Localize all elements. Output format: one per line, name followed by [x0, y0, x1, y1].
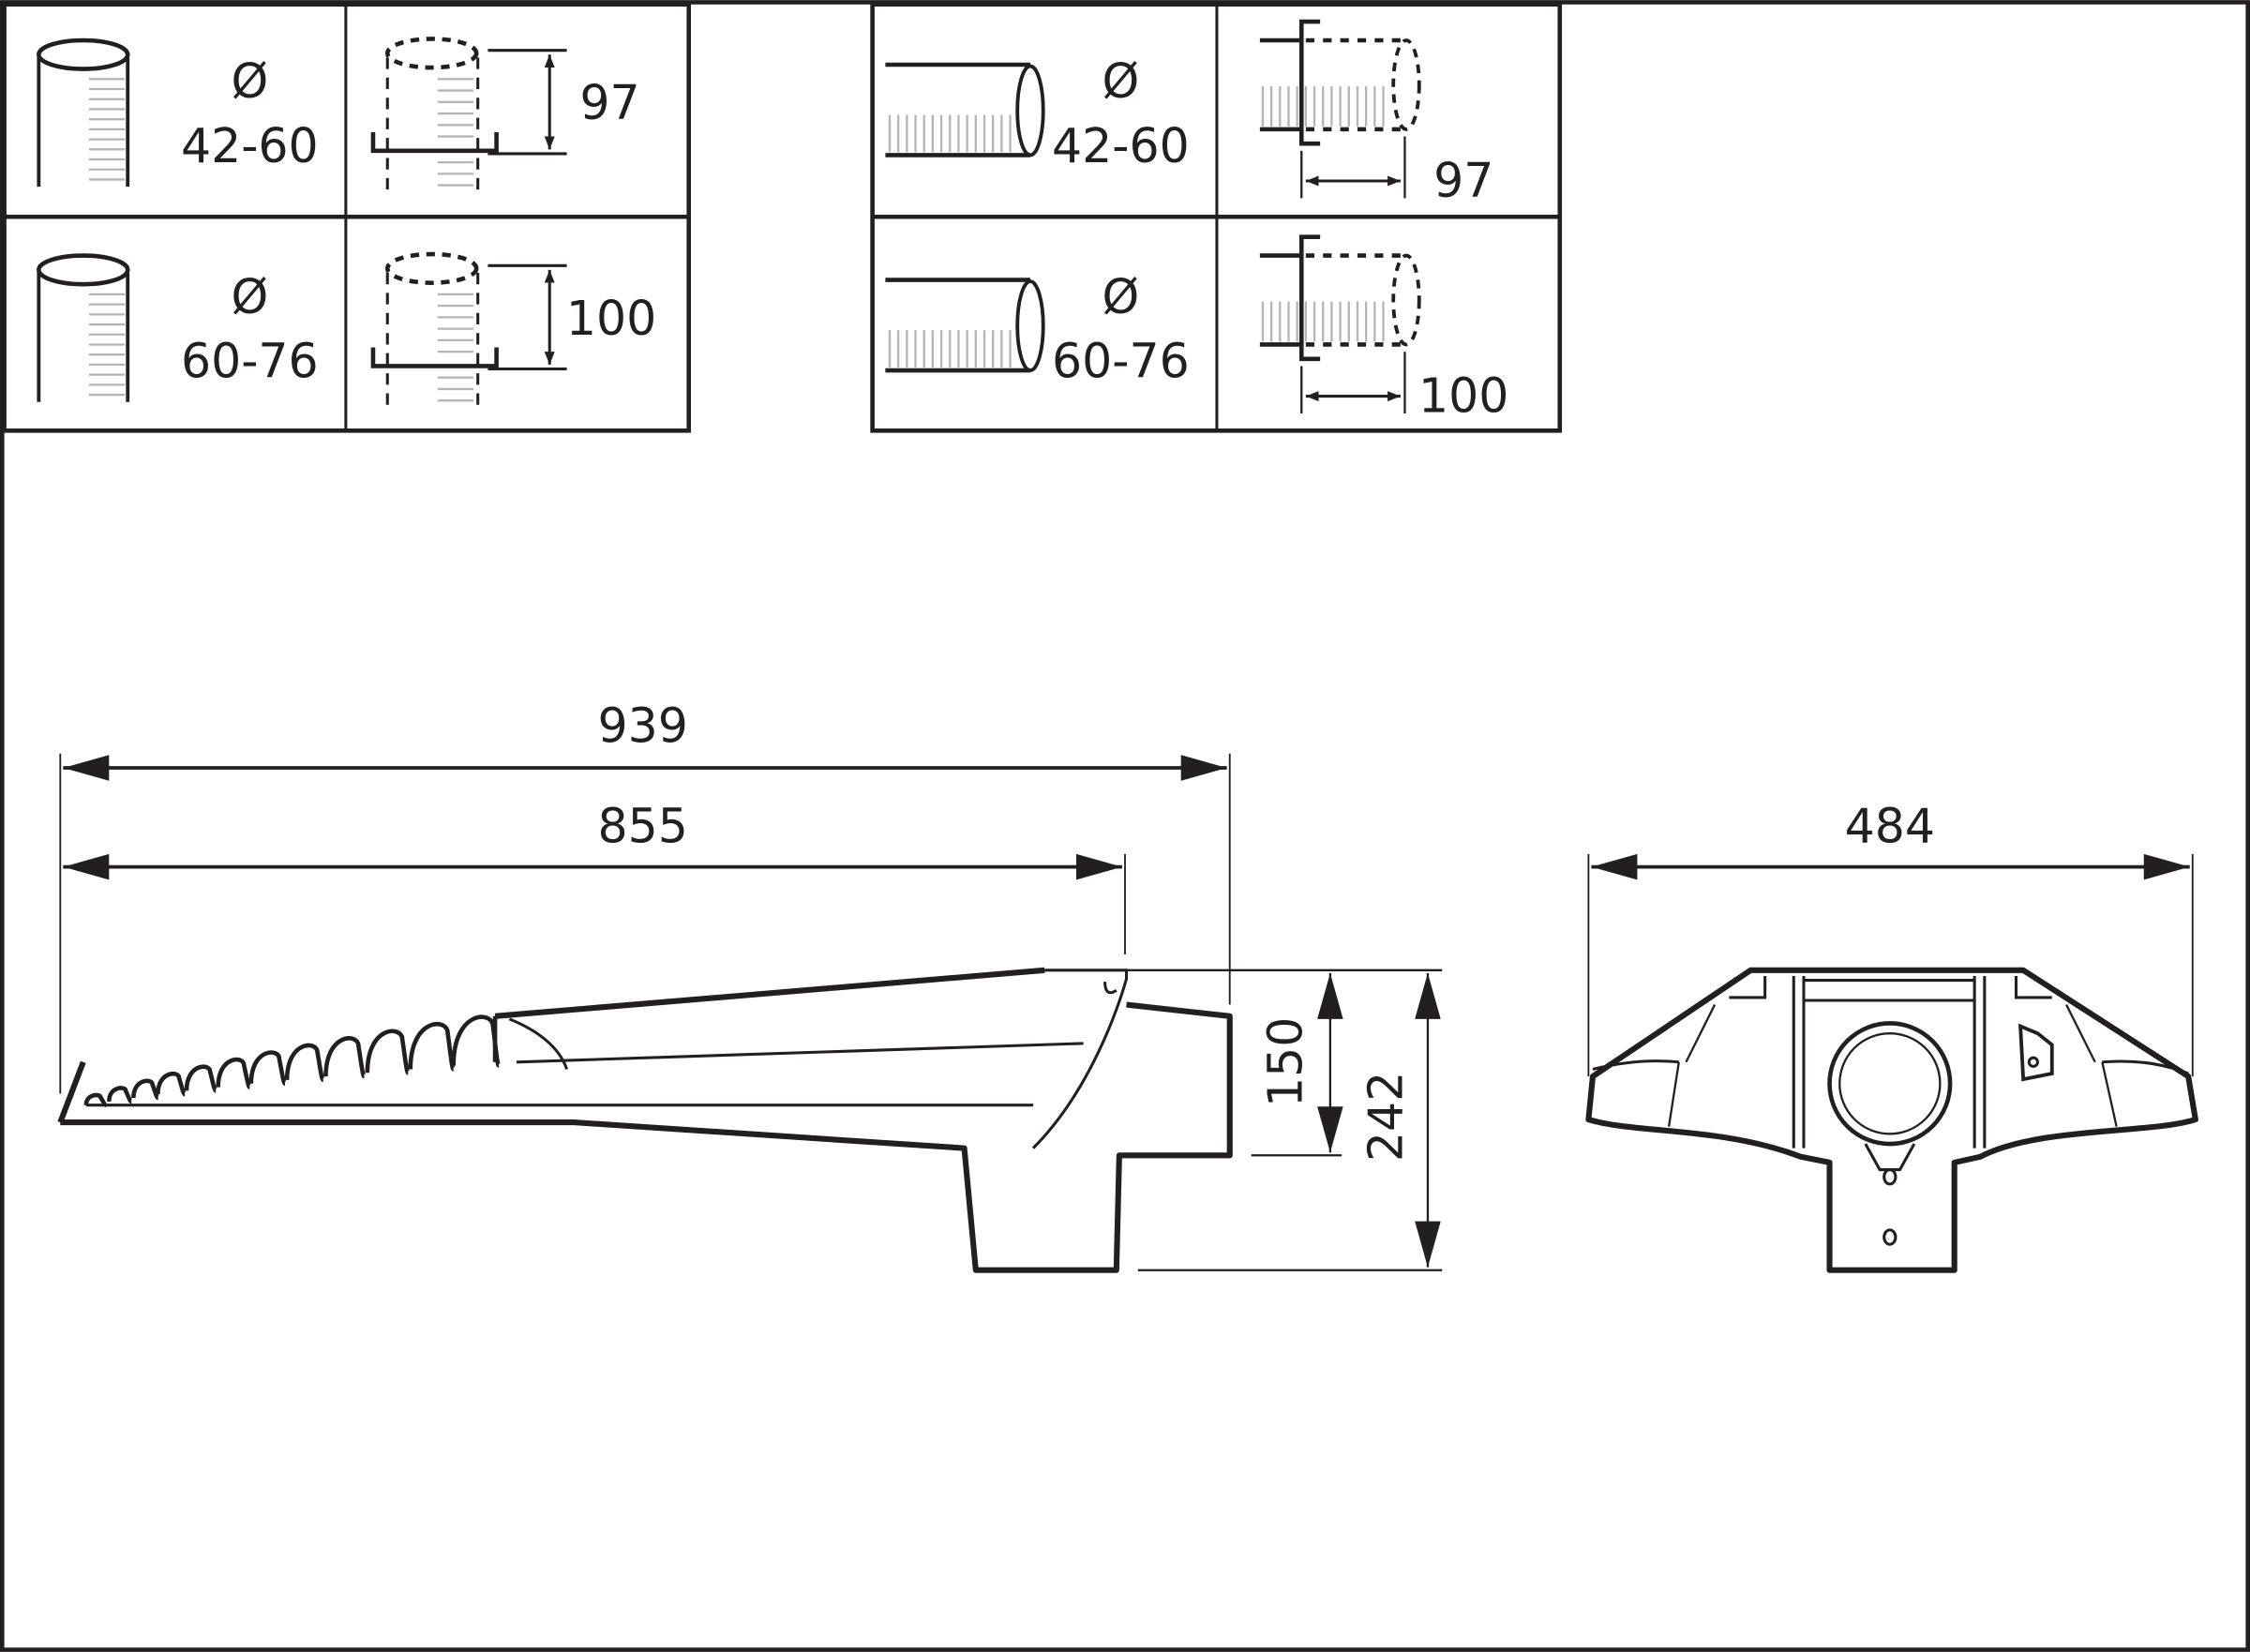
table-row: Ø 60-76 100 — [37, 251, 656, 410]
luminaire-front-view — [1585, 967, 2198, 1273]
table-row: Ø 42-60 97 — [885, 19, 1493, 208]
mounting-table-horizontal: Ø 42-60 97 Ø — [870, 2, 1563, 433]
luminaire-side-view — [57, 967, 1233, 1273]
insertion-depth-label: 97 — [579, 75, 639, 130]
dimension-lines — [59, 753, 2194, 1271]
mounting-hole-icon — [1882, 1168, 1898, 1186]
mounting-table-vertical: Ø 42-60 97 Ø 60-76 — [2, 2, 691, 433]
diameter-range: 60-76 — [181, 334, 319, 389]
insertion-depth-icon — [370, 251, 567, 410]
insertion-depth-icon — [370, 37, 567, 194]
insertion-depth-icon — [1259, 234, 1421, 413]
diameter-symbol: Ø — [231, 269, 268, 324]
body-length-label: 855 — [598, 799, 688, 854]
overall-height-label: 242 — [1358, 1072, 1413, 1162]
insertion-depth-icon — [1259, 19, 1421, 199]
pole-icon — [37, 253, 130, 402]
insertion-depth-label: 100 — [566, 291, 656, 346]
diameter-symbol: Ø — [231, 53, 268, 109]
diameter-range: 42-60 — [181, 118, 319, 173]
cooling-fins — [83, 1014, 502, 1107]
diameter-range: 60-76 — [1052, 334, 1190, 389]
diameter-symbol: Ø — [1102, 269, 1140, 324]
insertion-depth-label: 97 — [1433, 153, 1493, 208]
mounting-hole-icon — [1882, 1228, 1898, 1246]
width-label: 484 — [1845, 799, 1935, 854]
insertion-depth-label: 100 — [1418, 368, 1508, 423]
pipe-icon — [885, 62, 1045, 158]
overall-length-label: 939 — [598, 698, 688, 753]
body-height-label: 150 — [1257, 1017, 1312, 1107]
diameter-symbol: Ø — [1102, 53, 1140, 109]
table-row: Ø 60-76 100 — [885, 234, 1508, 423]
pole-icon — [37, 38, 130, 188]
table-row: Ø 42-60 97 — [37, 37, 640, 194]
diameter-range: 42-60 — [1052, 118, 1190, 173]
pipe-icon — [885, 278, 1045, 373]
